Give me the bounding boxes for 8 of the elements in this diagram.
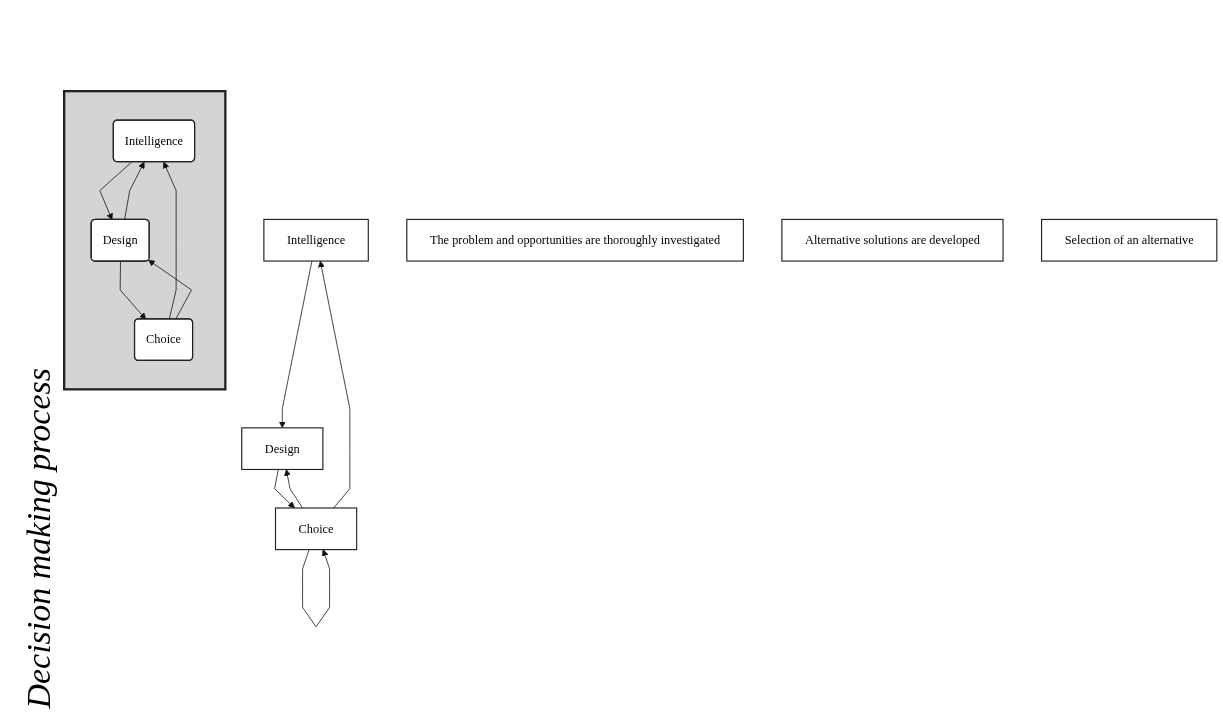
node-box: Selection of an alternative — [1041, 218, 1218, 262]
node-box: Choice — [274, 506, 358, 550]
node-box: The problem and opportunities are thoroughly investigated — [406, 218, 744, 262]
vertical-label: Decision making process — [20, 367, 58, 709]
node-box: Design — [241, 426, 324, 470]
cluster — [63, 89, 227, 390]
node-box: Intelligence — [263, 218, 369, 262]
node-box: Alternative solutions are developed — [781, 218, 1004, 262]
